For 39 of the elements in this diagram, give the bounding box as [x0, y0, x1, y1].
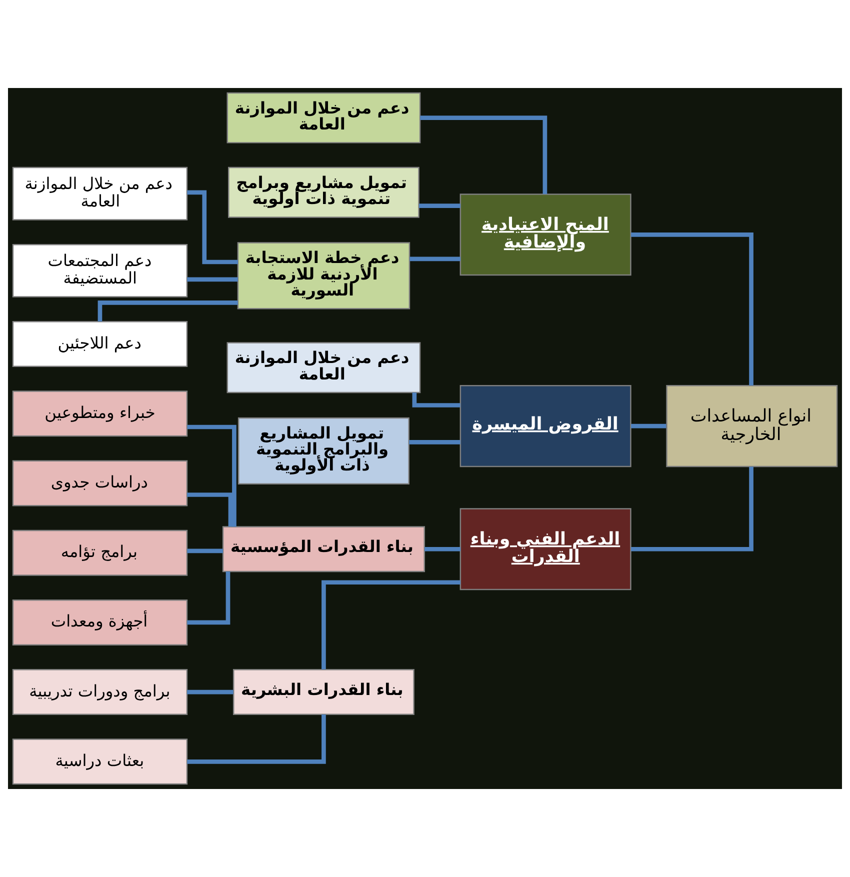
node-box: تمويل مشاريع وبرامج تنموية ذات أولوية	[228, 166, 420, 218]
connector	[187, 548, 223, 554]
node-box: برامج ودورات تدريبية	[12, 669, 188, 716]
node-box: بناء القدرات البشرية	[232, 669, 414, 716]
connector	[187, 277, 238, 282]
node-box: دعم من خلال الموازنة العامة	[226, 92, 421, 144]
node-box: المنح الاعتيادية والإضافية	[460, 194, 632, 276]
connector	[187, 714, 326, 764]
node-box: دعم من خلال الموازنة العامة	[226, 342, 421, 394]
node-box: بعثات دراسية	[12, 738, 188, 785]
connector	[410, 256, 460, 262]
connector	[98, 300, 238, 322]
node-box: بناء القدرات المؤسسية	[222, 526, 425, 572]
node-box: تمويل المشاريع والبرامج التنموية ذات الأولوية	[238, 417, 410, 484]
connector	[631, 232, 754, 386]
node-box: دراسات جدوى	[12, 460, 188, 506]
connector	[322, 580, 460, 670]
connector	[420, 116, 548, 194]
node-box: برامج تؤامه	[12, 530, 188, 576]
connector	[408, 440, 460, 444]
node-box: دعم خطة الاستجابة الأردنية للازمة السورية	[237, 242, 410, 310]
node-box: دعم من خلال الموازنة العامة	[12, 166, 188, 220]
connector	[187, 190, 238, 264]
connector	[187, 572, 230, 625]
node-box: دعم اللاجئين	[12, 321, 188, 368]
node-box: انواع المساعدات الخارجية	[666, 385, 838, 468]
connector	[424, 546, 460, 552]
node-box: أجهزة ومعدات	[12, 599, 188, 646]
node-box: خبراء ومتطوعين	[12, 390, 188, 437]
connector	[631, 466, 754, 552]
connector	[418, 204, 460, 208]
connector	[187, 492, 233, 527]
connector	[187, 424, 236, 527]
node-box: دعم المجتمعات المستضيفة	[12, 244, 188, 298]
connector	[412, 392, 460, 408]
connector	[631, 424, 666, 428]
connector	[187, 690, 234, 694]
node-box: الدعم الفني وبناء القدرات	[460, 508, 632, 590]
node-box: القروض الميسرة	[460, 385, 632, 468]
